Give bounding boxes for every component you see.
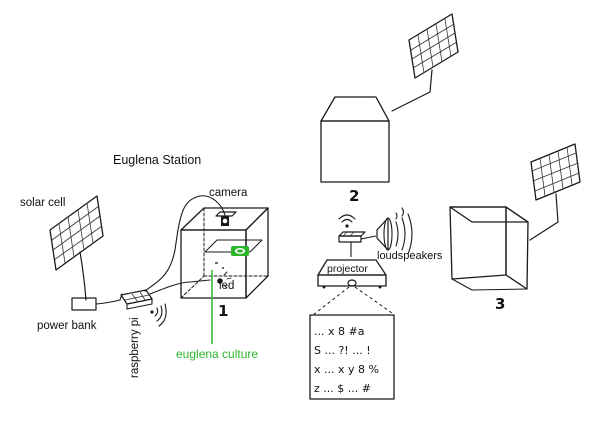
- camera-icon: [215, 211, 237, 226]
- station-3-cube: [449, 206, 529, 291]
- loudspeaker-icon: [376, 207, 413, 255]
- station-1-cube: [180, 207, 269, 299]
- screen-text-line-4: z ... $ ... #: [314, 382, 371, 395]
- projection-screen: ... x 8 #a S ... ?! ... ! x ... x y 8 % …: [309, 314, 395, 400]
- projector-label: projector: [327, 263, 368, 275]
- power-bank-label: power bank: [37, 320, 97, 332]
- station-2-number: 2: [349, 187, 359, 205]
- projection-beam: [312, 286, 393, 316]
- camera-cable: [144, 195, 226, 292]
- wifi-icon-raspberry-pi: [150, 303, 167, 327]
- solar-cell-label: solar cell: [20, 197, 65, 209]
- power-bank: [71, 297, 121, 311]
- screen-text-line-1: ... x 8 #a: [314, 325, 364, 338]
- loudspeakers-label: loudspeakers: [377, 250, 443, 262]
- station-2-cube: [320, 96, 390, 183]
- diagram-title: Euglena Station: [113, 153, 201, 167]
- screen-text-line-2: S ... ?! ... !: [314, 344, 371, 357]
- projector-raspberry-pi: [338, 231, 377, 257]
- wifi-icon-projector: [338, 214, 356, 228]
- led-label: led: [219, 280, 234, 292]
- projector: [317, 259, 387, 289]
- camera-label: camera: [209, 187, 248, 199]
- raspberry-pi: [119, 289, 153, 310]
- solar-panel-station-3: [529, 143, 581, 241]
- led-icon: [217, 271, 232, 289]
- led-cable: [149, 279, 211, 295]
- solar-panel-left: [49, 195, 104, 301]
- euglena-culture-dish: [215, 246, 249, 269]
- station-1-number: 1: [218, 302, 228, 320]
- euglena-culture-label: euglena culture: [176, 347, 258, 361]
- raspberry-pi-label: raspberry pi: [129, 317, 141, 378]
- solar-panel-station-2: [391, 13, 459, 112]
- station-3-number: 3: [495, 295, 505, 313]
- screen-text-line-3: x ... x y 8 %: [314, 363, 379, 376]
